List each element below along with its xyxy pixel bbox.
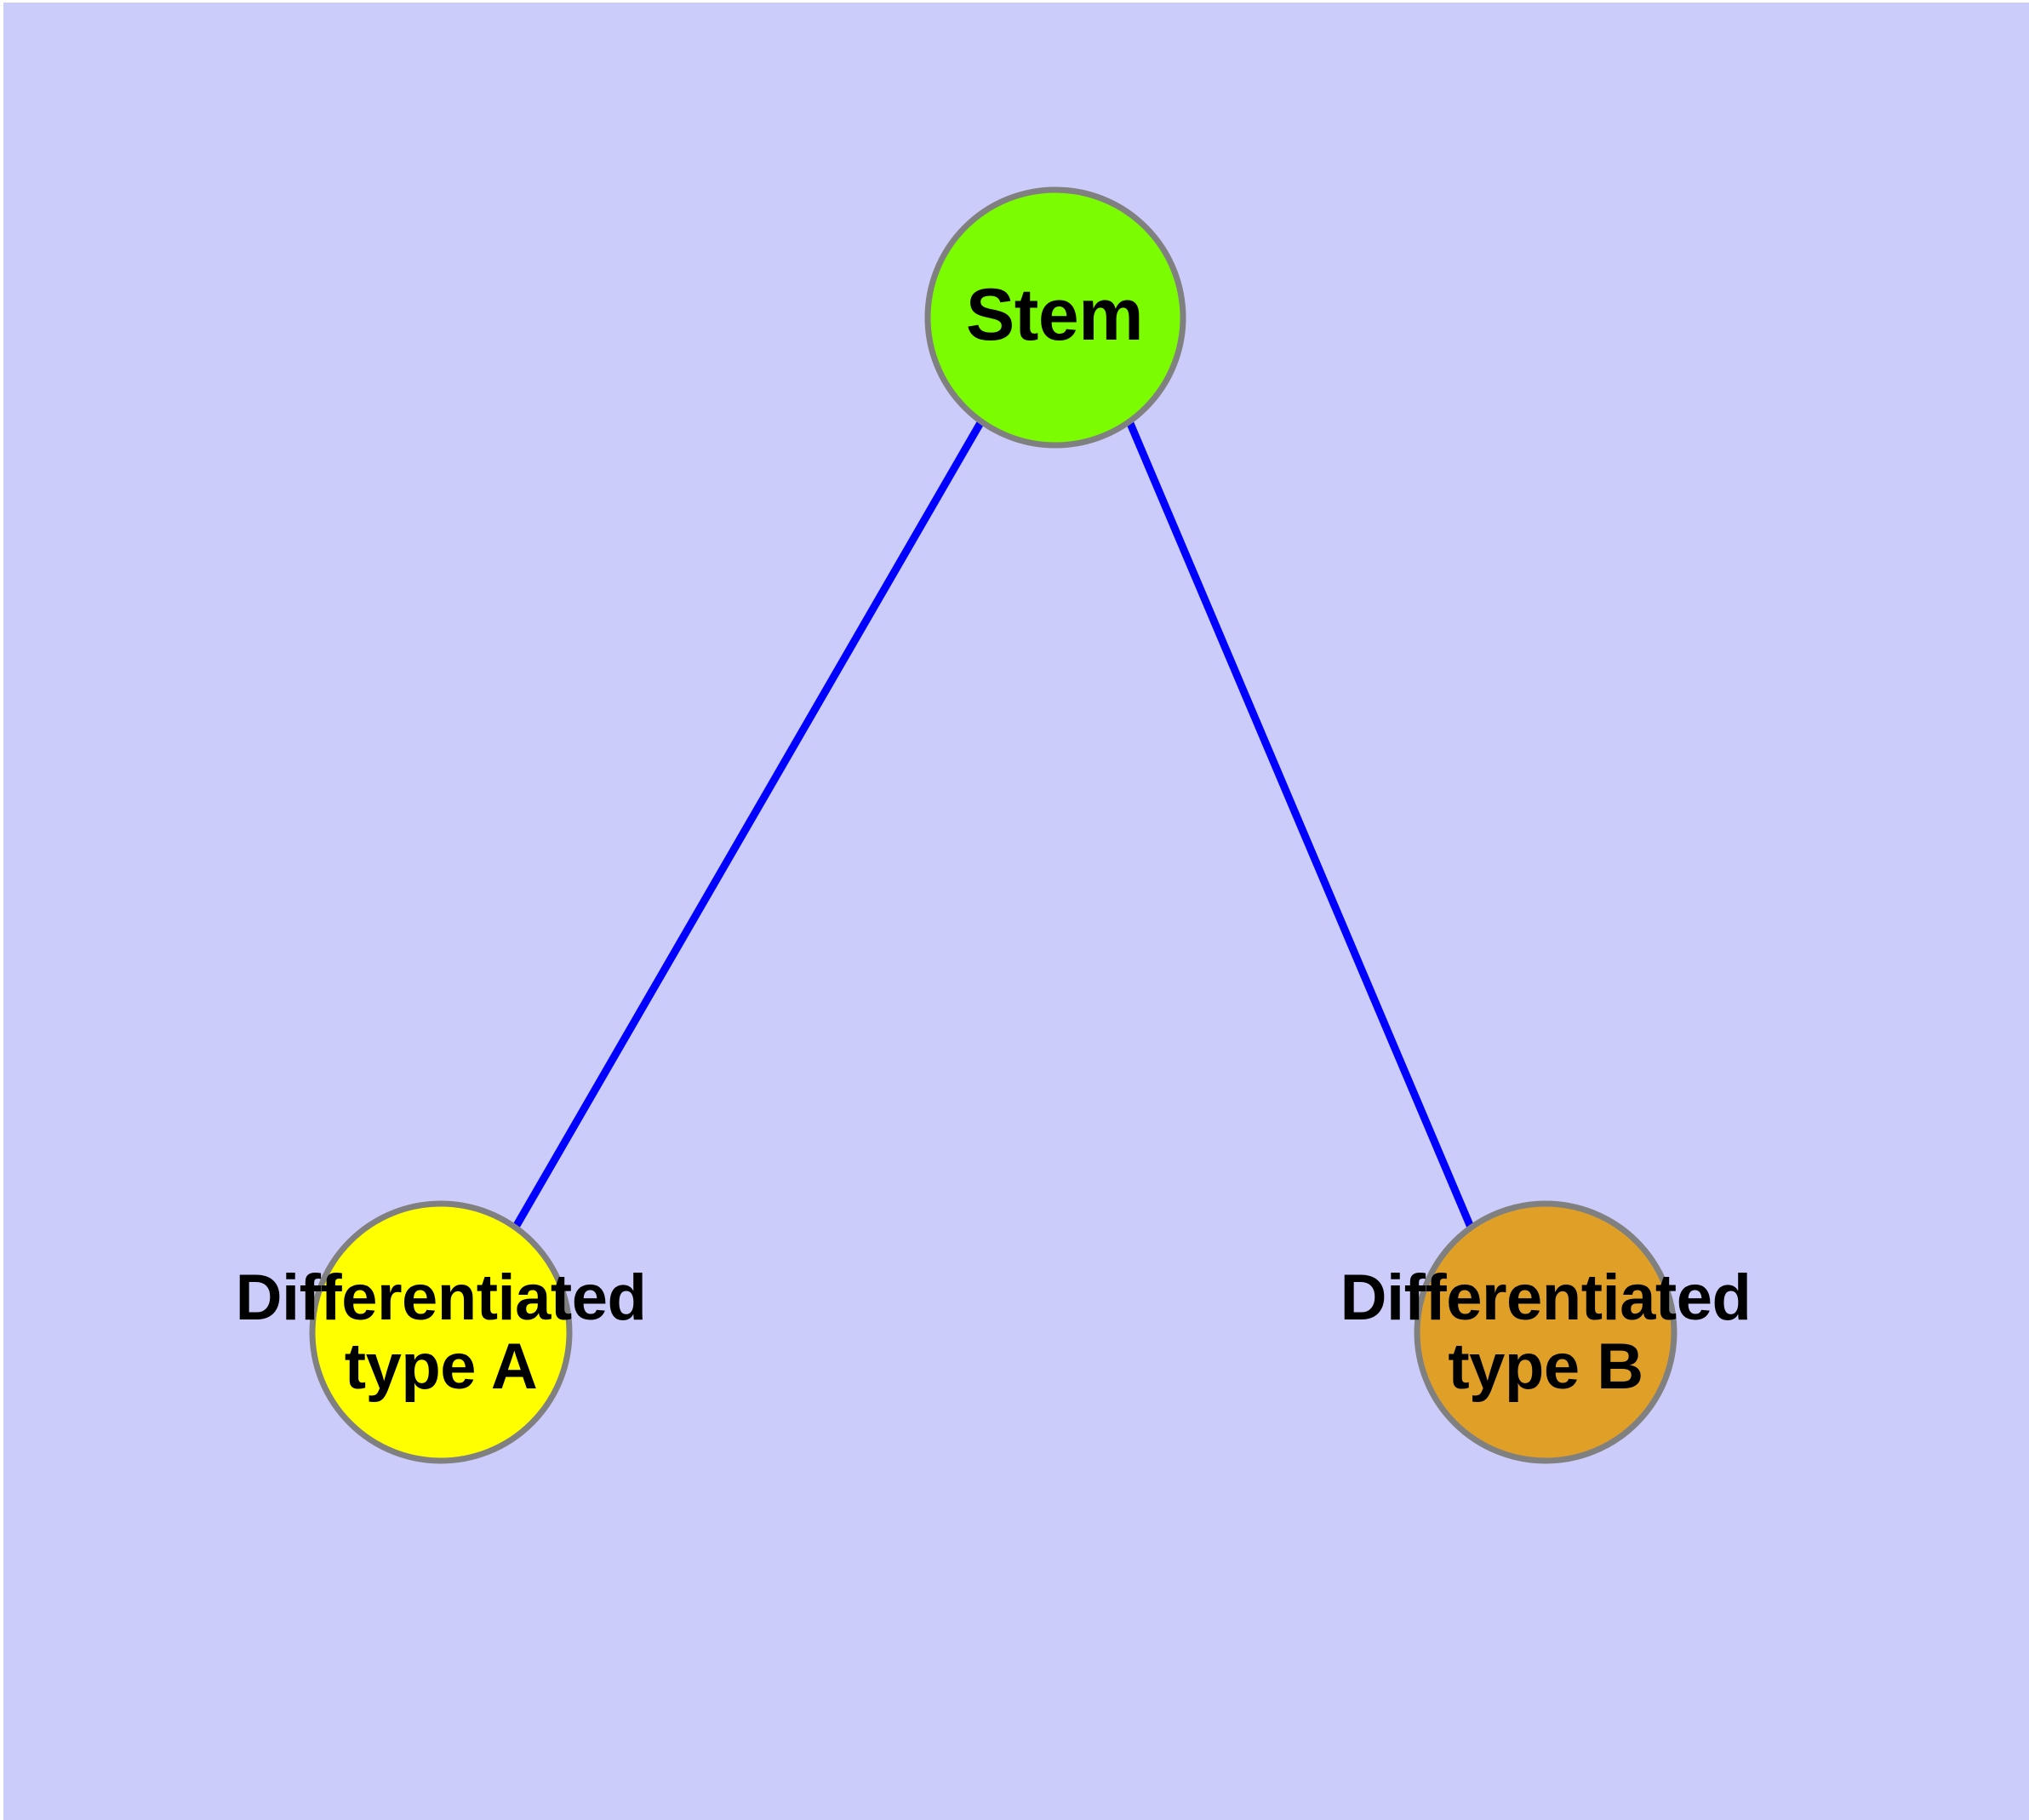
- node-differentiated-type-b[interactable]: [1414, 1200, 1677, 1464]
- edge-stem-to-differentiated-type-b[interactable]: [1125, 420, 1476, 1231]
- edge-layer: [512, 419, 1476, 1231]
- node-stem[interactable]: [924, 186, 1186, 449]
- node-differentiated-type-a[interactable]: [309, 1200, 573, 1464]
- edge-stem-to-differentiated-type-a[interactable]: [512, 419, 985, 1231]
- node-layer: [309, 186, 1677, 1464]
